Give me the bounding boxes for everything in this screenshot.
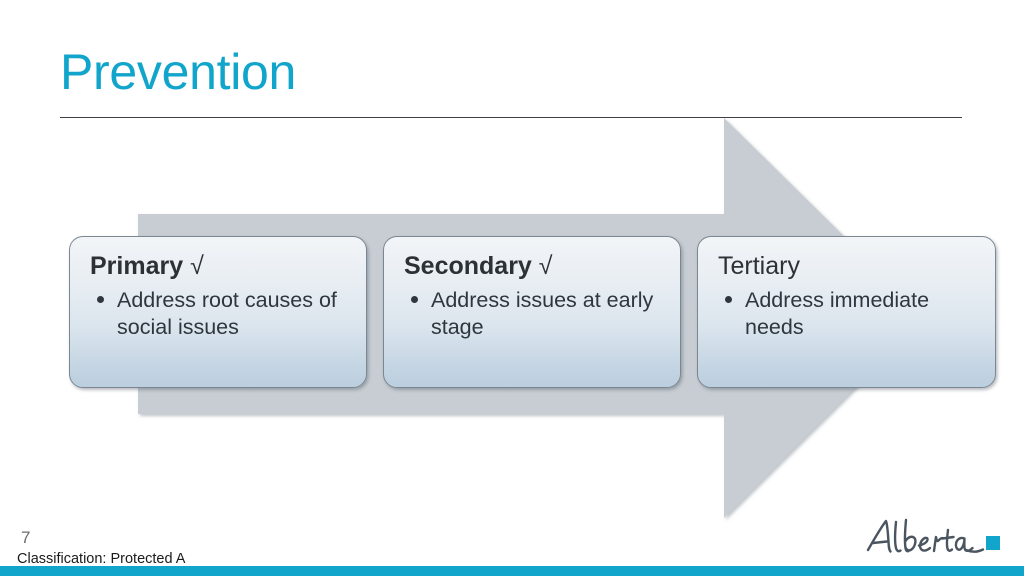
checkmark-icon: √ — [190, 252, 204, 280]
phase-title-text: Tertiary — [718, 252, 800, 280]
phase-heading-secondary: Secondary √ — [404, 251, 664, 281]
phase-title-text: Secondary — [404, 252, 532, 280]
bottom-accent-bar — [0, 566, 1024, 576]
bullet-text: Address root causes of social issues — [117, 288, 337, 339]
bullet-text: Address issues at early stage — [431, 288, 654, 339]
bullet-text: Address immediate needs — [745, 288, 930, 339]
bullet-dot-icon — [411, 296, 418, 303]
phase-bullets-primary: Address root causes of social issues — [90, 287, 350, 341]
page-number: 7 — [21, 528, 31, 547]
page-title: Prevention — [60, 44, 297, 100]
alberta-logo — [866, 518, 1000, 553]
classification-label: Classification: Protected A — [17, 551, 186, 567]
phase-bullets-secondary: Address issues at early stage — [404, 287, 664, 341]
list-item: Address root causes of social issues — [90, 287, 350, 341]
phase-heading-tertiary: Tertiary — [718, 251, 979, 281]
phase-bullets-tertiary: Address immediate needs — [718, 287, 979, 341]
bullet-dot-icon — [97, 296, 104, 303]
phase-heading-primary: Primary √ — [90, 251, 350, 281]
list-item: Address issues at early stage — [404, 287, 664, 341]
phase-title-text: Primary — [90, 252, 184, 280]
checkmark-icon: √ — [538, 252, 553, 280]
bullet-dot-icon — [725, 296, 732, 303]
logo-square-icon — [986, 536, 1000, 550]
list-item: Address immediate needs — [718, 287, 979, 341]
phase-box-primary[interactable]: Primary √ Address root causes of social … — [69, 236, 367, 388]
phase-box-secondary[interactable]: Secondary √ Address issues at early stag… — [383, 236, 681, 388]
title-divider — [60, 117, 962, 118]
phase-box-tertiary[interactable]: Tertiary Address immediate needs — [697, 236, 996, 388]
